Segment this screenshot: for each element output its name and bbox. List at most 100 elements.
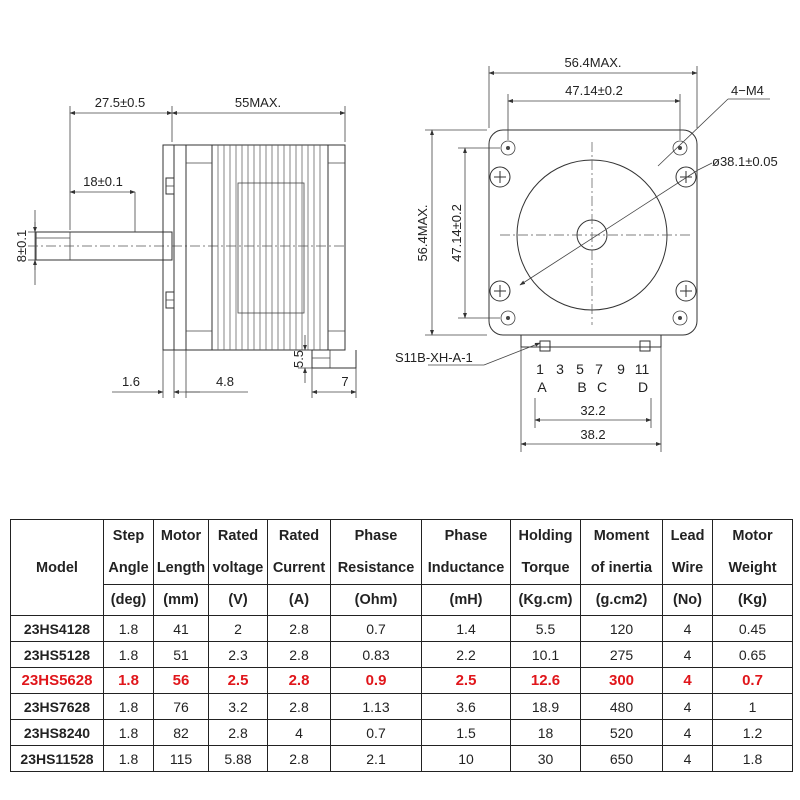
value-cell: 4 [267, 719, 331, 746]
value-cell: 2.8 [267, 745, 331, 772]
value-cell: 1.8 [103, 719, 154, 746]
dim-connector-inner: 32.2 [580, 403, 605, 418]
pin-label: 11 [635, 361, 650, 377]
dim-body-length: 55MAX. [235, 95, 281, 110]
value-cell: 480 [580, 693, 663, 720]
column-header-line: Wire [671, 560, 704, 576]
unit-cell: (mH) [421, 584, 511, 616]
value-cell: 0.65 [712, 641, 793, 668]
value-cell: 2.8 [267, 641, 331, 668]
model-cell: 23HS5128 [10, 641, 104, 668]
units-row: (deg)(mm)(V)(A)(Ohm)(mH)(Kg.cm)(g.cm2)(N… [11, 584, 793, 616]
value-cell: 2.2 [421, 641, 511, 668]
model-cell: 23HS11528 [10, 745, 104, 772]
value-cell: 0.83 [330, 641, 422, 668]
column-header-line: Lead [670, 528, 705, 544]
value-cell: 650 [580, 745, 663, 772]
column-header-line: Phase [354, 528, 398, 544]
front-view: 56.4MAX. 47.14±0.2 4−M4 ø38.1±0.05 56.4M… [395, 55, 778, 452]
column-header-line: Motor [732, 528, 773, 544]
value-cell: 2.8 [267, 615, 331, 642]
value-cell: 51 [153, 641, 209, 668]
value-cell: 1.5 [421, 719, 511, 746]
model-cell: 23HS8240 [10, 719, 104, 746]
column-header-line: Inductance [427, 560, 505, 576]
screw-icons [489, 166, 697, 302]
dim-shaft-dia: 8±0.1 [14, 230, 29, 262]
dim-connector-width: 7 [341, 374, 348, 389]
value-cell: 1 [712, 693, 793, 720]
pin-label: 1 [536, 361, 544, 377]
side-view: 27.5±0.5 55MAX. 18±0.1 8±0.1 1.6 4.8 5.5… [14, 95, 357, 398]
value-cell: 1.8 [103, 693, 154, 720]
value-cell: 5.88 [208, 745, 268, 772]
value-cell: 3.6 [421, 693, 511, 720]
value-cell: 5.5 [510, 615, 581, 642]
side-connector [311, 350, 357, 369]
value-cell: 4 [662, 641, 713, 668]
column-header-line: Motor [160, 528, 202, 544]
value-cell: 1.8 [712, 745, 793, 772]
dim-hole-spacing: 47.14±0.2 [565, 83, 623, 98]
value-cell: 2.3 [208, 641, 268, 668]
value-cell: 0.7 [712, 667, 793, 694]
value-cell: 82 [153, 719, 209, 746]
value-cell: 0.9 [330, 667, 422, 694]
front-connector [520, 334, 662, 352]
pin-label: 7 [595, 361, 603, 377]
dim-shaft-offset: 27.5±0.5 [95, 95, 146, 110]
value-cell: 12.6 [510, 667, 581, 694]
value-cell: 4 [662, 745, 713, 772]
dim-connector-height: 5.5 [291, 350, 306, 368]
value-cell: 2.8 [267, 667, 331, 694]
value-cell: 10.1 [510, 641, 581, 668]
value-cell: 76 [153, 693, 209, 720]
pin-letter: C [597, 379, 607, 395]
flange [162, 144, 187, 351]
dim-flange-thickness: 1.6 [122, 374, 140, 389]
unit-cell: (No) [662, 584, 713, 616]
unit-cell: (g.cm2) [580, 584, 663, 616]
pin-letter: B [577, 379, 586, 395]
pin-label: 9 [617, 361, 625, 377]
unit-cell: (A) [267, 584, 331, 616]
dim-connector-outer: 38.2 [580, 427, 605, 442]
value-cell: 115 [153, 745, 209, 772]
value-cell: 4 [662, 719, 713, 746]
column-header-line: Resistance [337, 560, 415, 576]
column-header-line: Rated [278, 528, 320, 544]
value-cell: 2.1 [330, 745, 422, 772]
value-cell: 4 [662, 615, 713, 642]
value-cell: 2.8 [267, 693, 331, 720]
dim-width-max: 56.4MAX. [564, 55, 621, 70]
value-cell: 2.5 [208, 667, 268, 694]
column-header: Model [10, 519, 104, 616]
column-header-line: Moment [593, 528, 650, 544]
column-header-line: Angle [108, 560, 149, 576]
connector-label: S11B-XH-A-1 [395, 350, 473, 365]
value-cell: 0.45 [712, 615, 793, 642]
column-header-label: Model [36, 559, 78, 576]
pin-letter: D [638, 379, 648, 395]
column-header-line: Holding [518, 528, 573, 544]
column-header-line: Torque [521, 560, 570, 576]
value-cell: 2.8 [208, 719, 268, 746]
value-cell: 56 [153, 667, 209, 694]
column-header-line: Rated [217, 528, 259, 544]
value-cell: 0.7 [330, 719, 422, 746]
column-header-line: of inertia [590, 560, 653, 576]
model-cell: 23HS5628 [10, 667, 104, 694]
value-cell: 1.2 [712, 719, 793, 746]
value-cell: 41 [153, 615, 209, 642]
